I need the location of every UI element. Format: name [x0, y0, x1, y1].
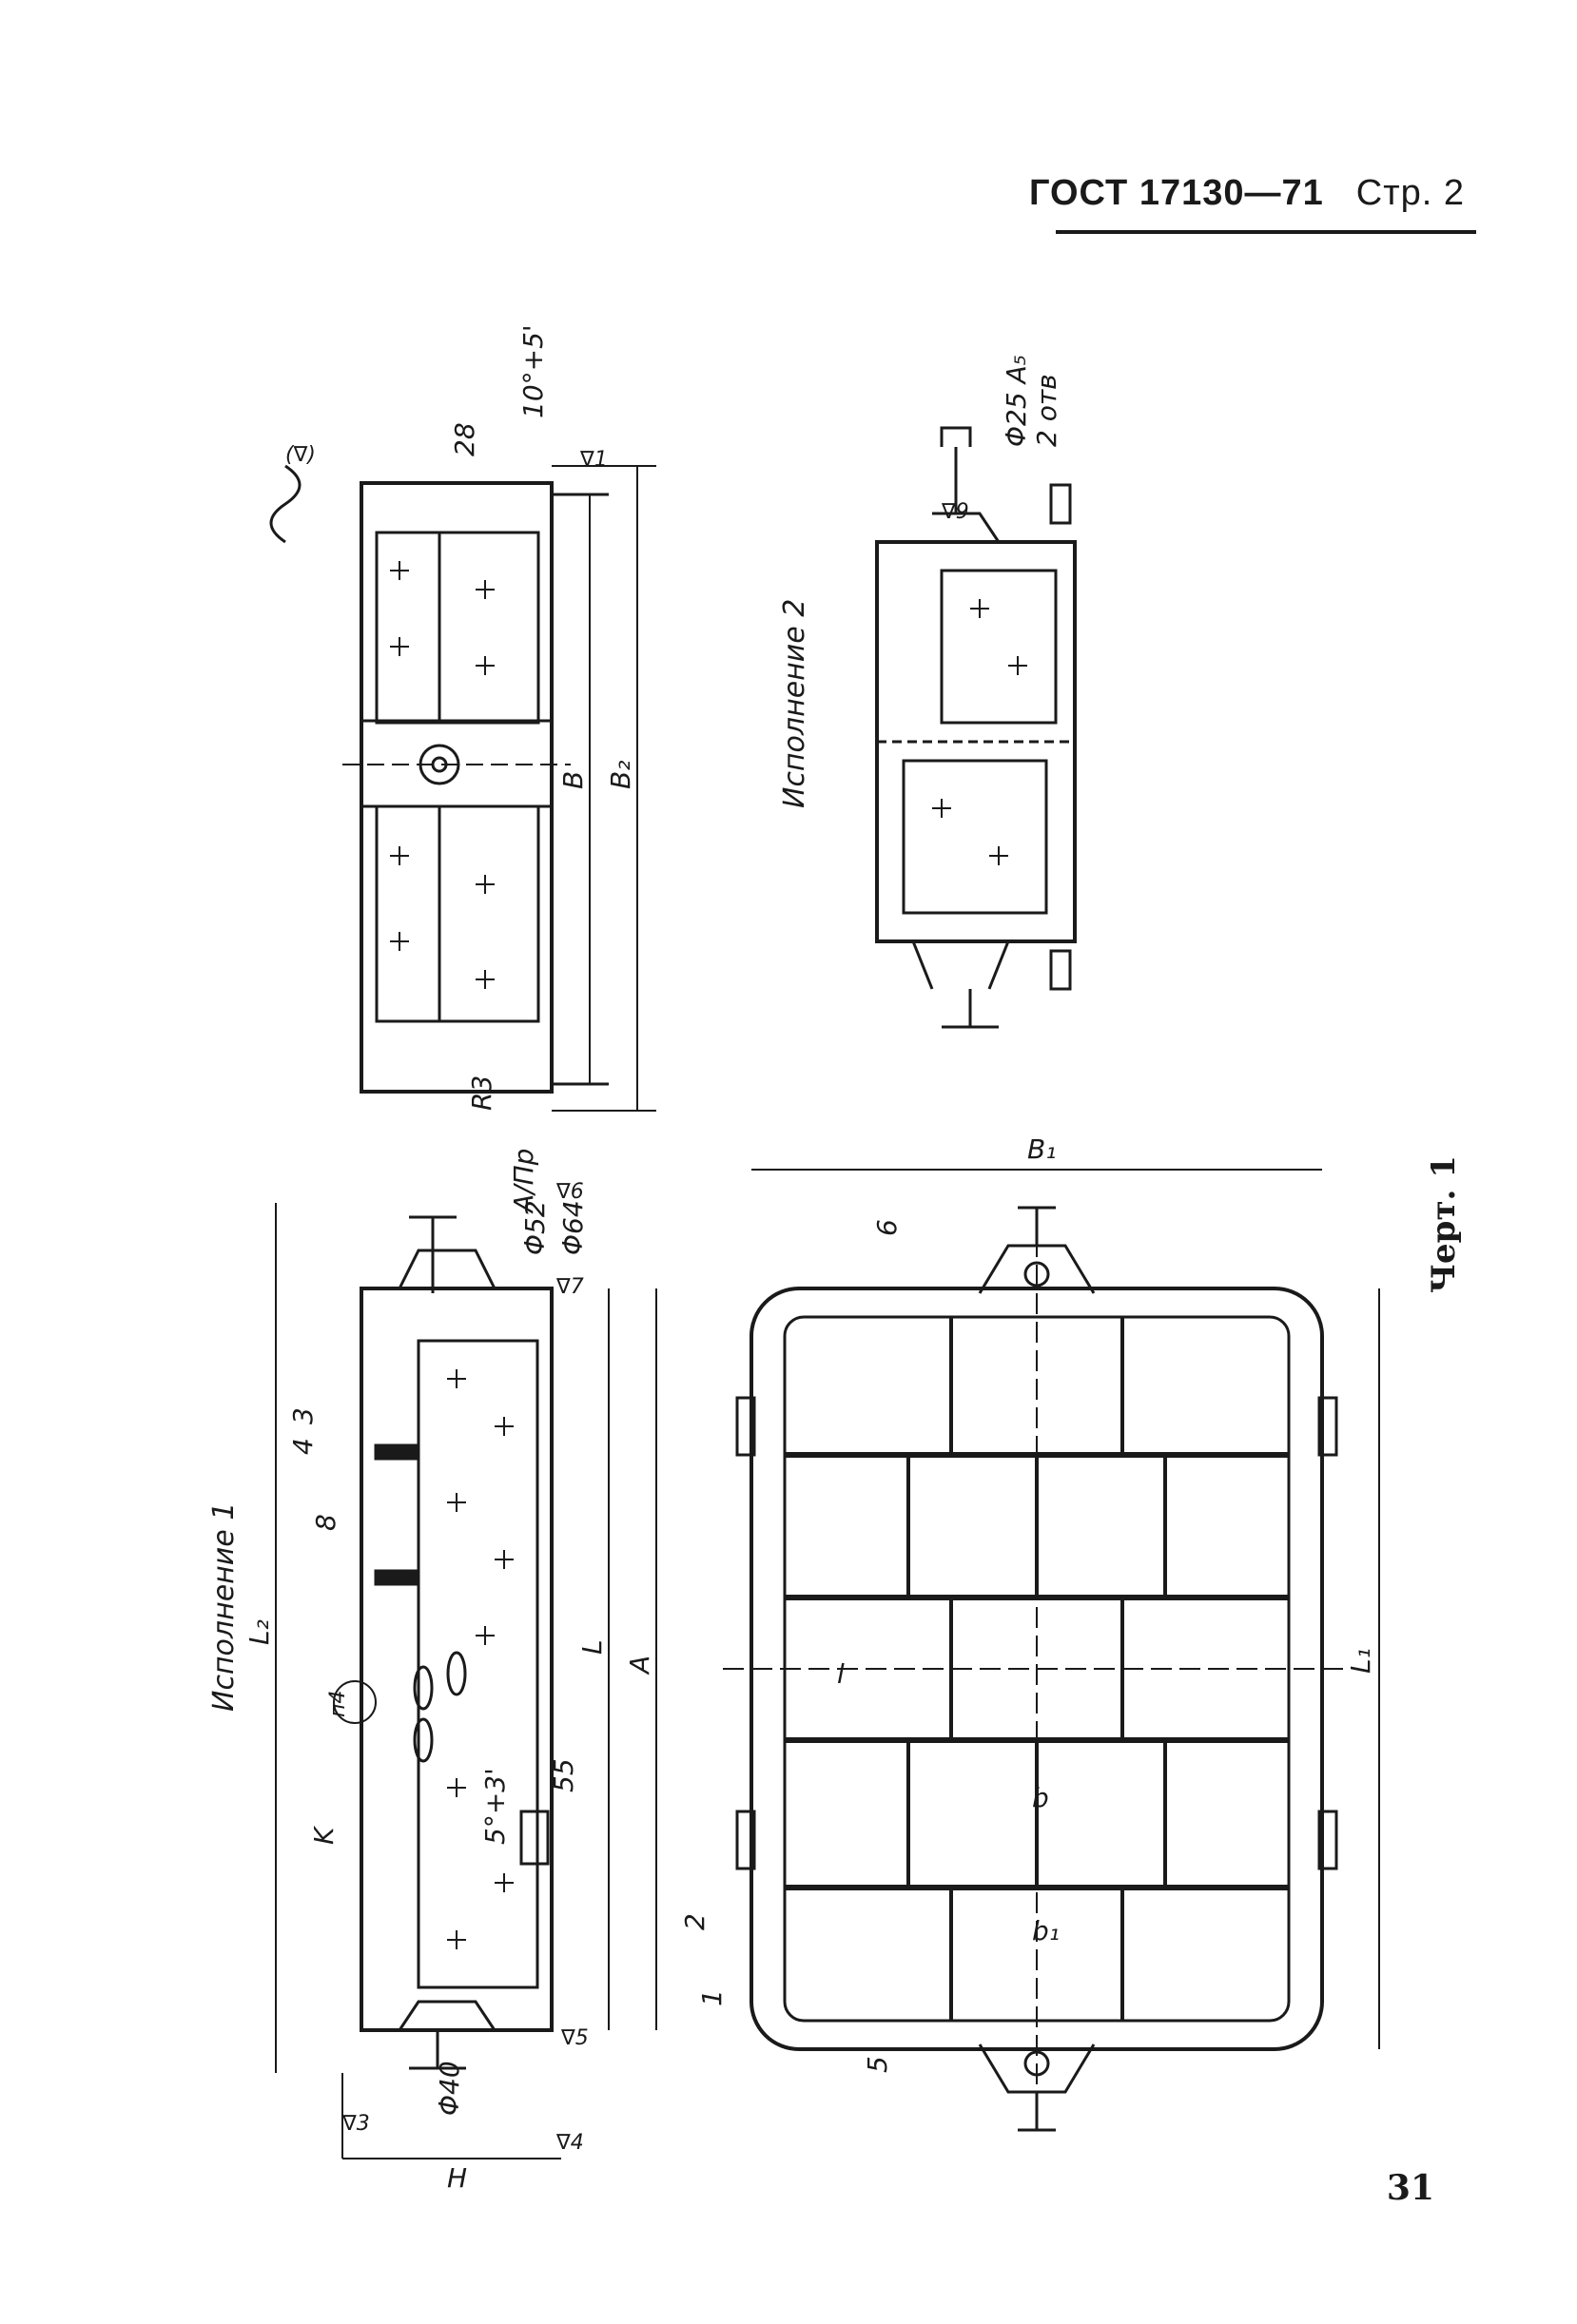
top-view-plan	[269, 464, 656, 1112]
dim-angle2: 5°+3'	[479, 1768, 511, 1845]
dim-phi52: Φ52	[519, 1200, 551, 1255]
header-rule	[1056, 230, 1476, 234]
callout-5: 5	[862, 2056, 893, 2073]
roughness-6: ∇6	[555, 1180, 584, 1204]
variant1-label: Исполнение 1	[207, 1501, 241, 1712]
roughness-5: ∇5	[560, 2026, 589, 2050]
callout-3: 3	[287, 1407, 319, 1424]
dim-two-holes: 2 отв	[1031, 374, 1062, 447]
roughness-1: ∇1	[579, 448, 608, 472]
label-n4: п4	[326, 1691, 350, 1717]
flask-plan-view	[723, 1169, 1380, 2132]
dim-l: l	[837, 1658, 845, 1690]
dim-b1: b₁	[1032, 1915, 1060, 1946]
standard-number: ГОСТ 17130—71	[1028, 173, 1324, 213]
callout-1: 1	[696, 1989, 728, 2006]
dim-28: 28	[449, 422, 480, 456]
dim-angle1: 10°+5'	[517, 324, 549, 418]
dim-H: H	[447, 2162, 467, 2194]
page-number: 31	[1386, 2168, 1434, 2208]
page-indicator: Стр. 2	[1355, 173, 1465, 213]
roughness-9: ∇9	[941, 500, 969, 524]
roughness-general: (∇)	[285, 443, 316, 467]
roughness-3: ∇3	[341, 2112, 370, 2136]
roughness-7: ∇7	[555, 1275, 584, 1299]
dim-B: B	[557, 771, 589, 789]
dim-55: 55	[548, 1758, 579, 1792]
dim-B2: B₂	[605, 761, 636, 789]
roughness-4: ∇4	[555, 2131, 584, 2155]
dim-phi25: Φ25 A₅	[1001, 355, 1032, 447]
dim-8: 8	[310, 1514, 341, 1531]
dim-A: A	[624, 1656, 655, 1675]
figure-label: Черт. 1	[1425, 1155, 1463, 1293]
dim-b: b	[1032, 1782, 1049, 1813]
callout-4: 4	[287, 1438, 319, 1455]
dim-phi40: Φ40	[434, 2061, 465, 2116]
dim-L1: L₁	[1345, 1648, 1376, 1674]
variant2-label: Исполнение 2	[778, 598, 811, 808]
dim-phi64: Φ64	[557, 1200, 589, 1255]
variant1-view	[275, 1203, 657, 2159]
callout-2: 2	[679, 1913, 711, 1930]
dim-B1: B₁	[1027, 1133, 1056, 1165]
dim-A-np: A/Пр	[508, 1149, 539, 1214]
variant2-view	[875, 426, 1077, 1029]
dim-r3: R3	[466, 1075, 497, 1111]
label-K: K	[308, 1825, 340, 1845]
dim-L: L	[576, 1639, 608, 1655]
callout-6: 6	[871, 1219, 903, 1236]
page-header: ГОСТ 17130—71 Стр. 2	[1029, 173, 1465, 214]
dim-L2: L₂	[243, 1619, 275, 1645]
